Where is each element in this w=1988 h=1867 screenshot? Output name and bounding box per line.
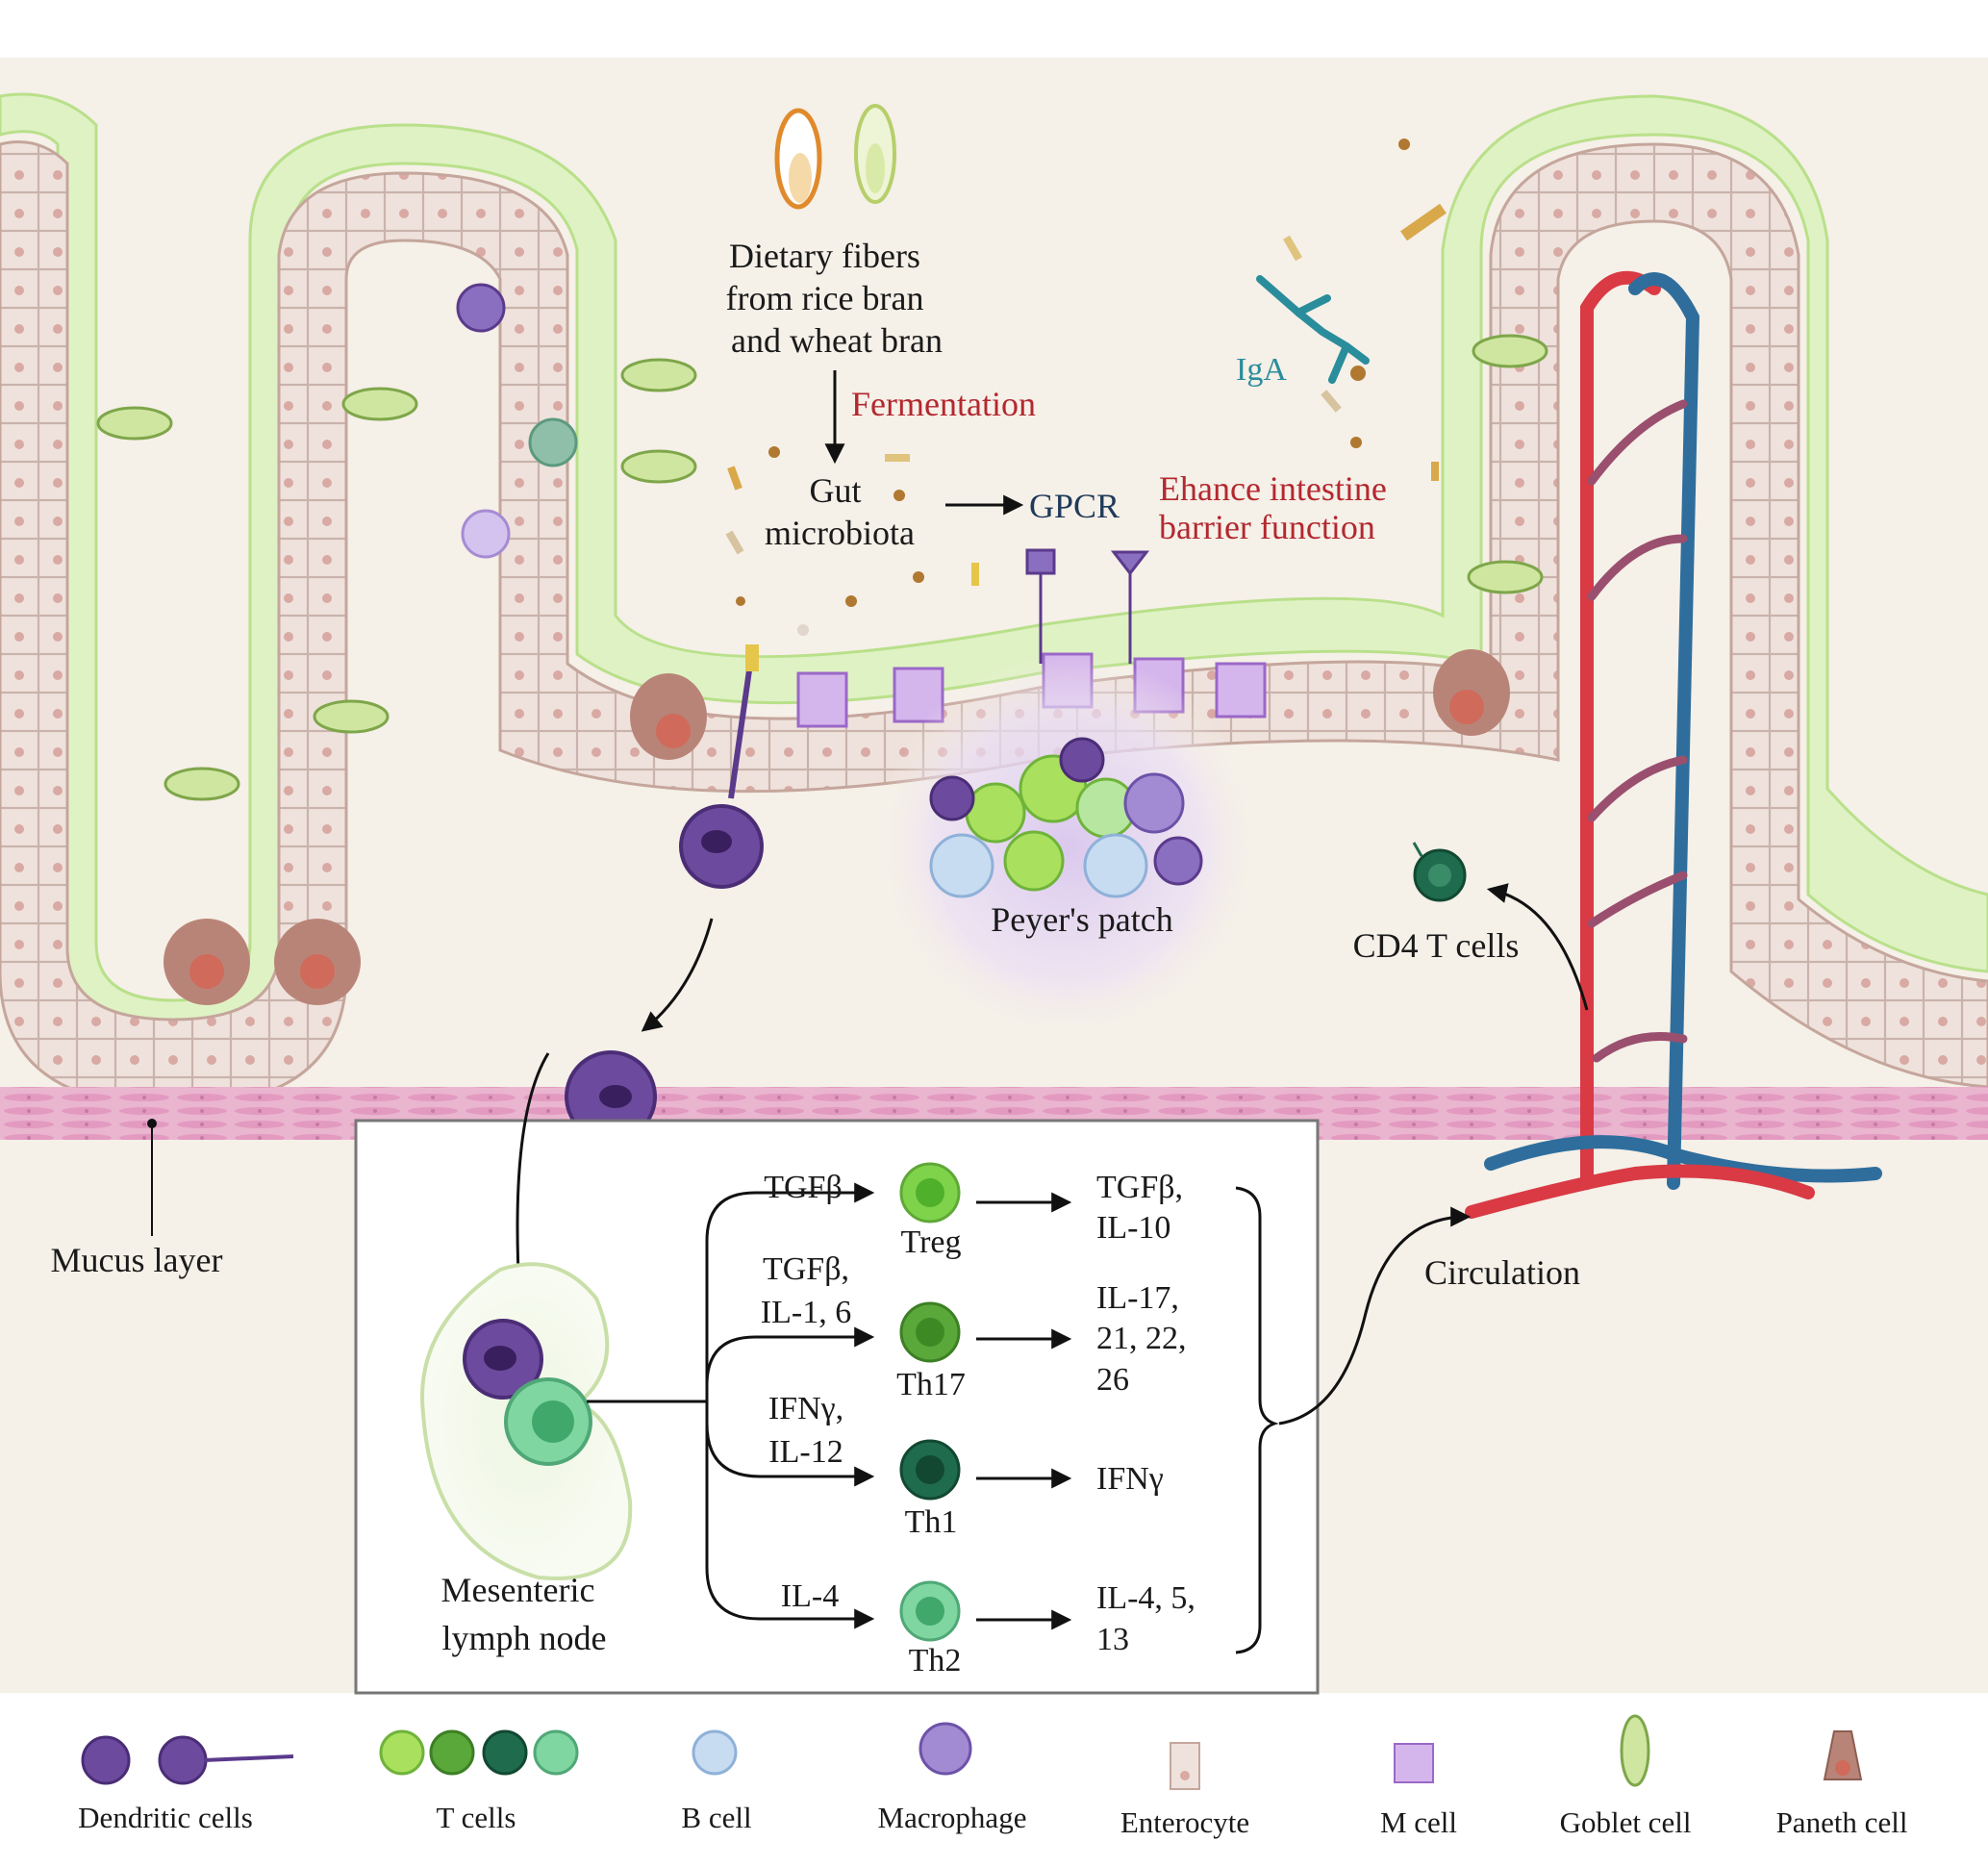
mesenteric-lymph-node-label: Mesenteric lymph node — [441, 1571, 607, 1657]
mucus-layer-label: Mucus layer — [51, 1241, 223, 1279]
legend-dendritic-cells: Dendritic cells — [78, 1801, 253, 1834]
th17-cell — [899, 1301, 961, 1363]
dietary-fibers-label: Dietary fibers from rice bran and wheat … — [726, 237, 943, 360]
legend-m-cell: M cell — [1380, 1805, 1457, 1839]
paneth-cell — [164, 649, 1510, 1005]
macrophage-icon — [919, 1722, 972, 1776]
cd4-homing-arrow — [1486, 883, 1589, 1011]
cd4-t-cell — [1412, 842, 1467, 902]
iga-label: IgA — [1236, 352, 1287, 388]
differentiation-tree — [587, 1182, 1279, 1654]
dendritic-cell-migrating — [565, 1050, 657, 1143]
th17-cytokine-3: 26 — [1096, 1362, 1129, 1398]
gpcr-receptor — [1025, 548, 1150, 664]
th2-cytokine-1: IL-4, 5, — [1096, 1580, 1195, 1616]
migration-arrow-1 — [641, 918, 714, 1032]
gut-microbiota-label: Gut microbiota — [765, 471, 915, 552]
treg-label: Treg — [901, 1224, 962, 1260]
fermentation-label: Fermentation — [851, 385, 1036, 423]
th17-signal-2: IL-1, 6 — [761, 1295, 851, 1330]
treg-cytokine-2: IL-10 — [1096, 1210, 1170, 1246]
blood-vessel — [1465, 270, 1882, 1219]
dendritic-cell-sampling — [679, 644, 764, 889]
bacteria — [725, 139, 1447, 636]
t-cell-icon — [379, 1729, 579, 1776]
treg-cell — [899, 1162, 961, 1224]
enhance-barrier-label: Ehance intestine barrier function — [1159, 469, 1396, 546]
treg-signal: TGFβ — [764, 1170, 843, 1205]
goblet-cell-icon — [1620, 1714, 1650, 1787]
th1-signal-2: IL-12 — [768, 1434, 843, 1470]
th1-label: Th1 — [905, 1504, 958, 1540]
paneth-cell-icon — [1823, 1730, 1863, 1780]
th2-label: Th2 — [909, 1643, 962, 1678]
migration-arrow-2 — [508, 1052, 550, 1299]
peyers-patch-label: Peyer's patch — [991, 900, 1172, 939]
iga-antibody — [1256, 275, 1370, 384]
dendritic-cell-icon — [81, 1735, 294, 1785]
th1-cytokine: IFNγ — [1096, 1461, 1164, 1497]
goblet-cell — [96, 334, 1548, 801]
gpcr-label: GPCR — [1029, 487, 1120, 525]
cd4-t-cells-label: CD4 T cells — [1353, 926, 1520, 965]
th2-signal: IL-4 — [781, 1578, 839, 1614]
legend: Dendritic cells T cells B cell Macrophag… — [78, 1714, 1908, 1839]
intestinal-epithelium — [0, 92, 1988, 1108]
legend-macrophage: Macrophage — [878, 1801, 1027, 1834]
th1-signal-1: IFNγ, — [768, 1391, 843, 1426]
th17-cytokine-1: IL-17, — [1096, 1280, 1179, 1316]
th1-cell — [899, 1439, 961, 1501]
fiber-grains — [774, 104, 896, 210]
signal-labels: TGFβ TGFβ, IL-1, 6 IFNγ, IL-12 IL-4 — [761, 1170, 851, 1614]
legend-b-cell: B cell — [681, 1801, 751, 1834]
t-cell — [528, 417, 578, 467]
legend-paneth-cell: Paneth cell — [1776, 1805, 1908, 1839]
th17-cytokine-2: 21, 22, — [1096, 1321, 1187, 1356]
enterocyte-icon — [1170, 1742, 1200, 1790]
b-cell-icon — [692, 1729, 738, 1776]
t-cell-labels: Treg Th17 Th1 Th2 — [896, 1224, 966, 1678]
mesenteric-lymph-node — [420, 1262, 633, 1580]
circulation-label: Circulation — [1424, 1253, 1580, 1292]
th17-signal-1: TGFβ, — [763, 1251, 849, 1287]
th2-cell — [899, 1580, 961, 1642]
m-cell-icon — [1394, 1743, 1434, 1783]
dendritic-cell — [456, 283, 506, 333]
circulation-arrow — [1278, 1206, 1472, 1425]
peyers-patch — [875, 654, 1260, 1039]
treg-cytokine-1: TGFβ, — [1096, 1170, 1183, 1205]
legend-enterocyte: Enterocyte — [1120, 1805, 1249, 1839]
macrophage — [461, 509, 511, 559]
th17-label: Th17 — [896, 1367, 966, 1402]
cytokine-labels: TGFβ, IL-10 IL-17, 21, 22, 26 IFNγ IL-4,… — [1096, 1170, 1195, 1657]
legend-goblet-cell: Goblet cell — [1560, 1805, 1692, 1839]
th2-cytokine-2: 13 — [1096, 1622, 1129, 1657]
legend-t-cells: T cells — [437, 1801, 516, 1834]
